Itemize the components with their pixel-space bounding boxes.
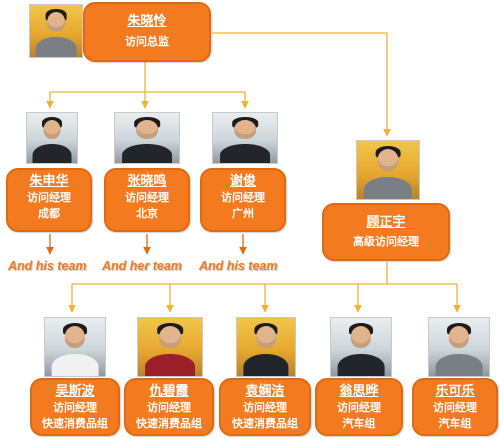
manager-name: 朱申华 [29,174,69,189]
group-manager-photo-le [428,317,490,377]
team-label-zhu: And his team [8,259,87,273]
group-manager-card-qiu: 仇碧霞 访问经理 快速消费品组 [124,378,214,436]
director-photo [29,4,83,58]
manager-name: 张晓鸣 [127,174,167,189]
director-name: 朱晓怜 [127,14,167,29]
senior-manager-name: 顾正宇 [366,215,406,230]
team-label-zhang: And her team [102,259,182,273]
group-manager-group: 快速消费品组 [232,417,298,430]
manager-card-xie: 谢俊 访问经理 广州 [200,168,286,232]
group-manager-photo-weng [330,317,392,377]
group-manager-name: 乐可乐 [435,384,475,399]
manager-photo-zhang [114,112,180,164]
group-manager-photo-yuan [236,317,296,377]
group-manager-title: 访问经理 [433,401,477,414]
manager-photo-zhu [26,112,78,164]
group-manager-name: 仇碧霞 [149,384,189,399]
group-manager-card-le: 乐可乐 访问经理 汽车组 [412,378,498,436]
group-manager-name: 翁思晔 [339,384,379,399]
director-title: 访问总监 [125,35,169,48]
group-manager-photo-wu [44,317,106,377]
group-manager-group: 汽车组 [438,417,472,430]
group-manager-group: 快速消费品组 [42,417,108,430]
manager-location: 广州 [232,207,254,220]
group-manager-card-weng: 翁思晔 访问经理 汽车组 [315,378,403,436]
director-card: 朱晓怜 访问总监 [83,2,211,62]
manager-card-zhu: 朱申华 访问经理 成都 [6,168,92,232]
manager-card-zhang: 张晓鸣 访问经理 北京 [104,168,190,232]
senior-manager-photo [356,140,420,200]
group-manager-group: 汽车组 [342,417,376,430]
manager-title: 访问经理 [125,191,169,204]
manager-location: 北京 [136,207,158,220]
group-manager-group: 快速消费品组 [136,417,202,430]
group-manager-title: 访问经理 [147,401,191,414]
group-manager-name: 吴斯波 [55,384,95,399]
senior-manager-title: 高级访问经理 [353,235,419,248]
manager-title: 访问经理 [221,191,265,204]
connector-director-right [212,32,391,137]
group-manager-card-yuan: 袁娴洁 访问经理 快速消费品组 [219,378,311,436]
group-manager-title: 访问经理 [337,401,381,414]
group-manager-title: 访问经理 [53,401,97,414]
group-manager-title: 访问经理 [243,401,287,414]
team-label-xie: And his team [199,259,278,273]
manager-location: 成都 [38,207,60,220]
group-manager-card-wu: 吴斯波 访问经理 快速消费品组 [30,378,120,436]
manager-name: 谢俊 [229,174,256,189]
senior-manager-card: 顾正宇 高级访问经理 [322,203,450,261]
group-manager-name: 袁娴洁 [245,384,285,399]
manager-title: 访问经理 [27,191,71,204]
manager-photo-xie [212,112,278,164]
group-manager-photo-qiu [137,317,203,377]
